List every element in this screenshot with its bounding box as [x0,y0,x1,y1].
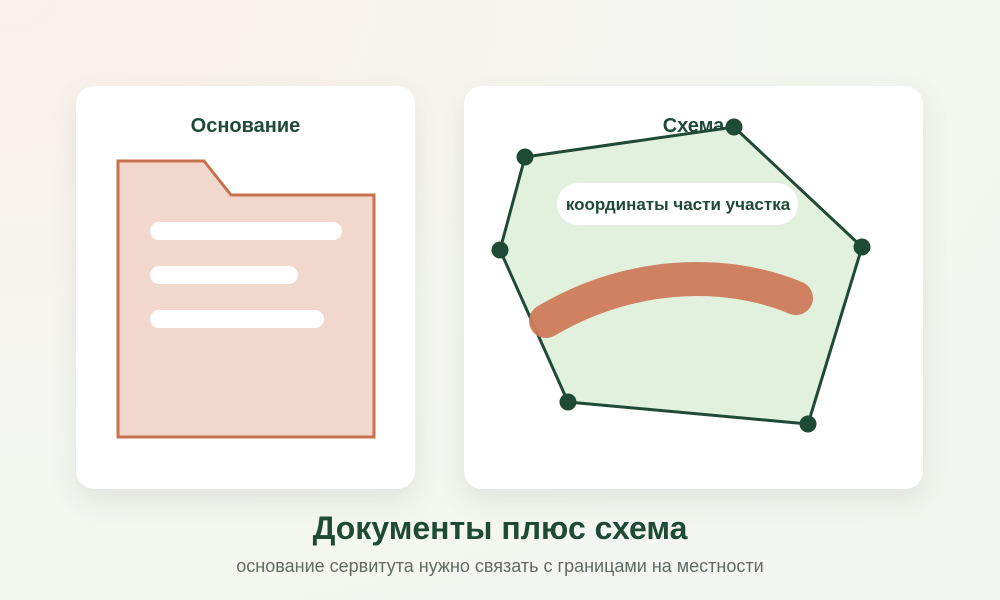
scheme-diagram: координаты части участка [491,118,871,433]
coordinates-label: координаты части участка [566,195,791,214]
main-title: Документы плюс схема [312,510,688,546]
folder-text-line [150,310,324,328]
vertex-dot-icon [491,241,509,259]
vertex-dot-icon [725,118,743,136]
vertex-dot-icon [559,393,577,411]
card-basis: Основание [76,86,415,489]
folder-text-line [150,266,298,284]
card-basis-title: Основание [190,115,301,137]
folder-icon [116,159,376,439]
folder-text-line [150,222,342,240]
vertex-dot-icon [799,415,817,433]
coordinates-label-pill [557,183,798,225]
subtitle: основание сервитута нужно связать с гран… [236,556,764,576]
servitude-path [529,262,813,338]
folder-shape [116,159,376,439]
vertex-dot-icon [516,148,534,166]
vertex-dot-icon [853,238,871,256]
card-scheme: Схема координаты части участка [464,86,923,489]
